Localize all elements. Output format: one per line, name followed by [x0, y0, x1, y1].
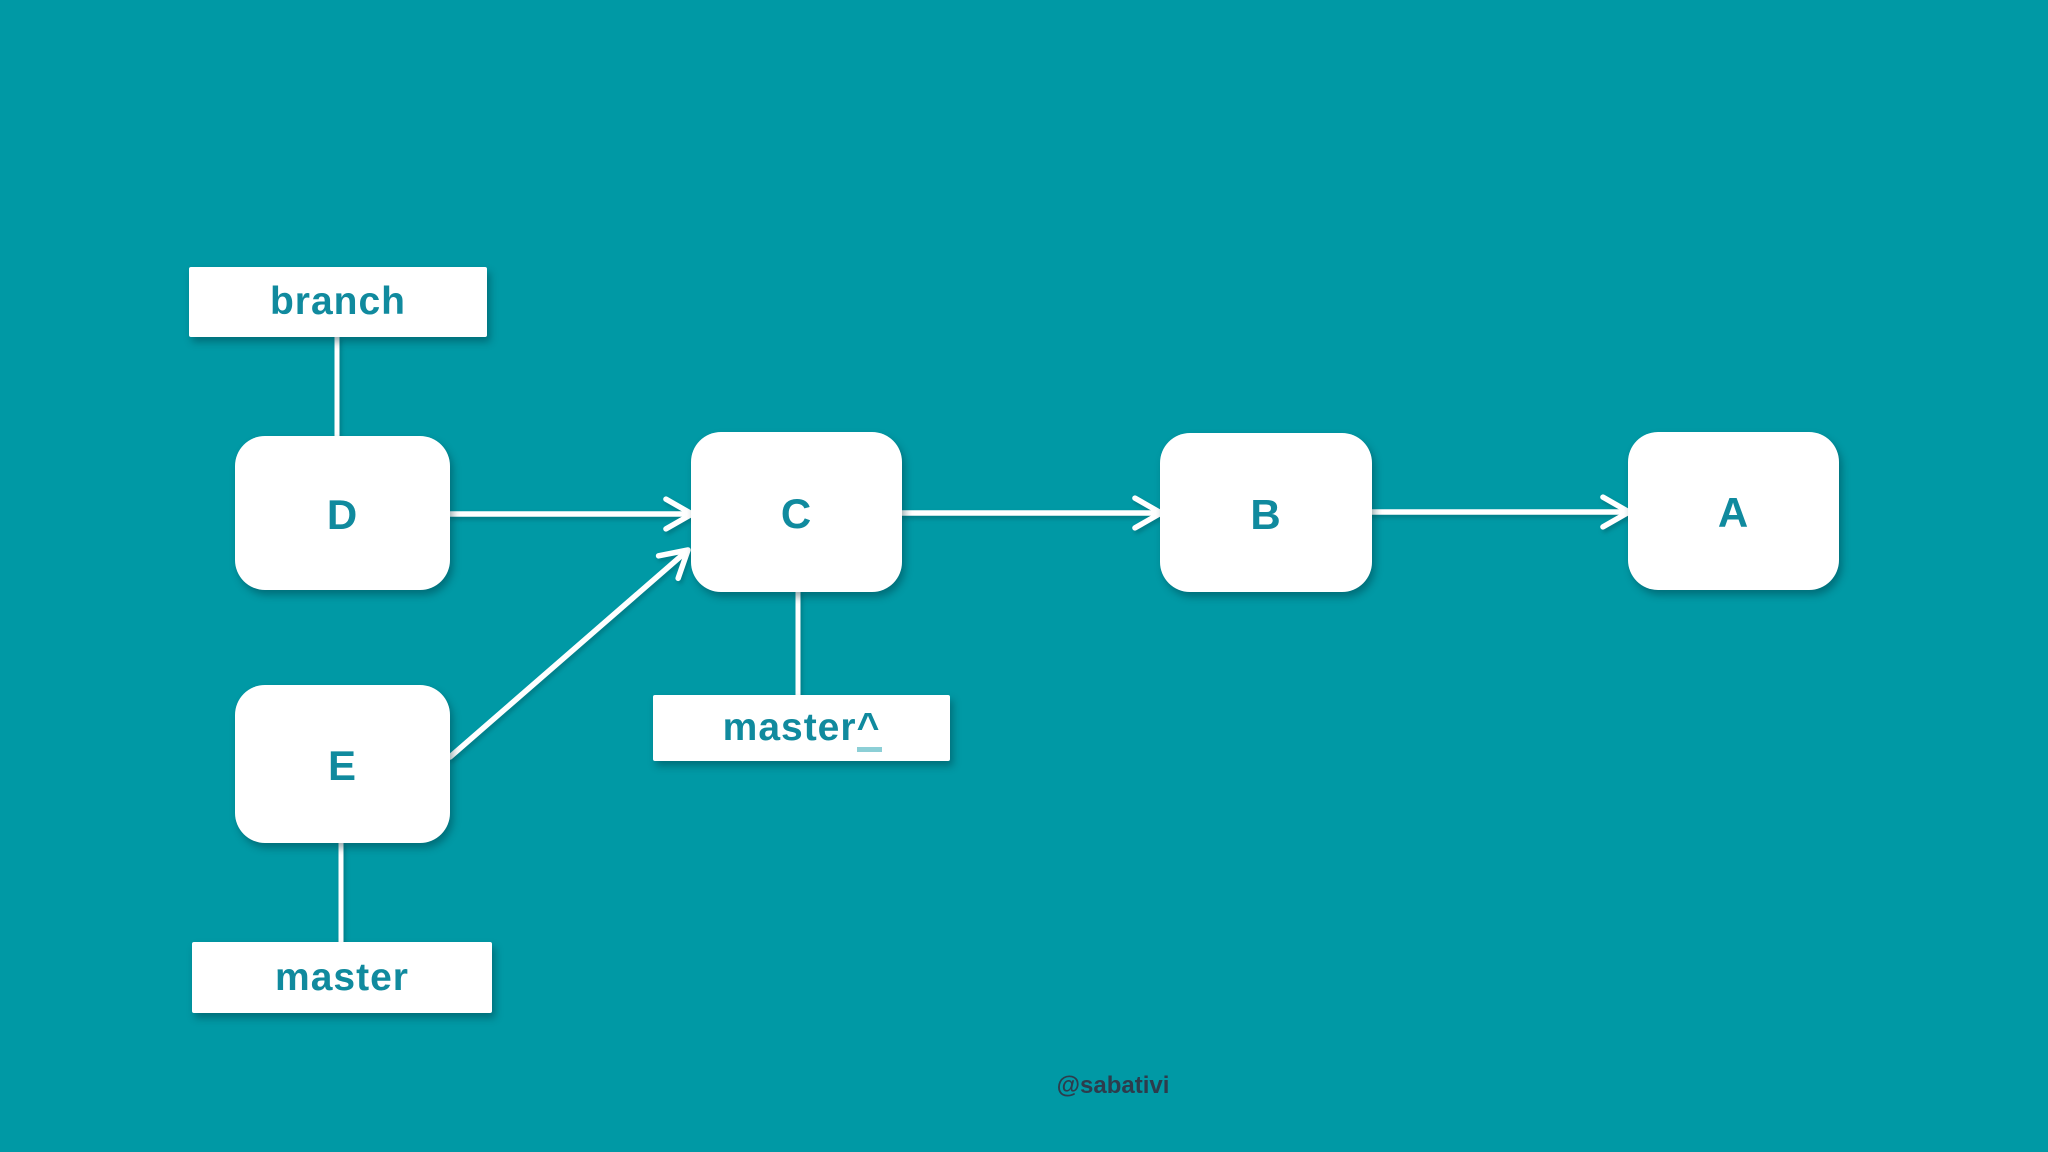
commit-node-c-label: C	[780, 490, 813, 537]
master-label: master	[192, 942, 492, 1013]
caret-character: ^	[856, 706, 881, 749]
commit-node-b-label: B	[1250, 490, 1282, 538]
commit-node-b: B	[1160, 433, 1372, 592]
commit-node-e-label: E	[327, 742, 357, 789]
master-caret-label: master^	[653, 695, 950, 761]
commit-node-a: A	[1628, 432, 1839, 590]
commit-node-a-label: A	[1717, 489, 1750, 536]
arrow-e-to-c	[447, 547, 691, 760]
commit-node-d: D	[235, 436, 450, 590]
commit-node-c: C	[691, 432, 902, 592]
arrow-b-to-a	[1368, 494, 1632, 530]
caret-mark: ^	[856, 706, 883, 752]
branch-label-text: branch	[269, 280, 407, 323]
commit-node-d-label: D	[326, 491, 359, 538]
branch-label: branch	[189, 267, 487, 337]
author-handle: @sabativi	[1056, 1072, 1170, 1099]
caret-cursor-underline	[856, 747, 883, 752]
master-caret-label-text: master	[722, 706, 857, 749]
arrow-d-to-c	[447, 496, 695, 532]
arrow-c-to-b	[898, 495, 1164, 531]
commit-node-e: E	[235, 685, 450, 843]
master-label-text: master	[275, 955, 409, 999]
